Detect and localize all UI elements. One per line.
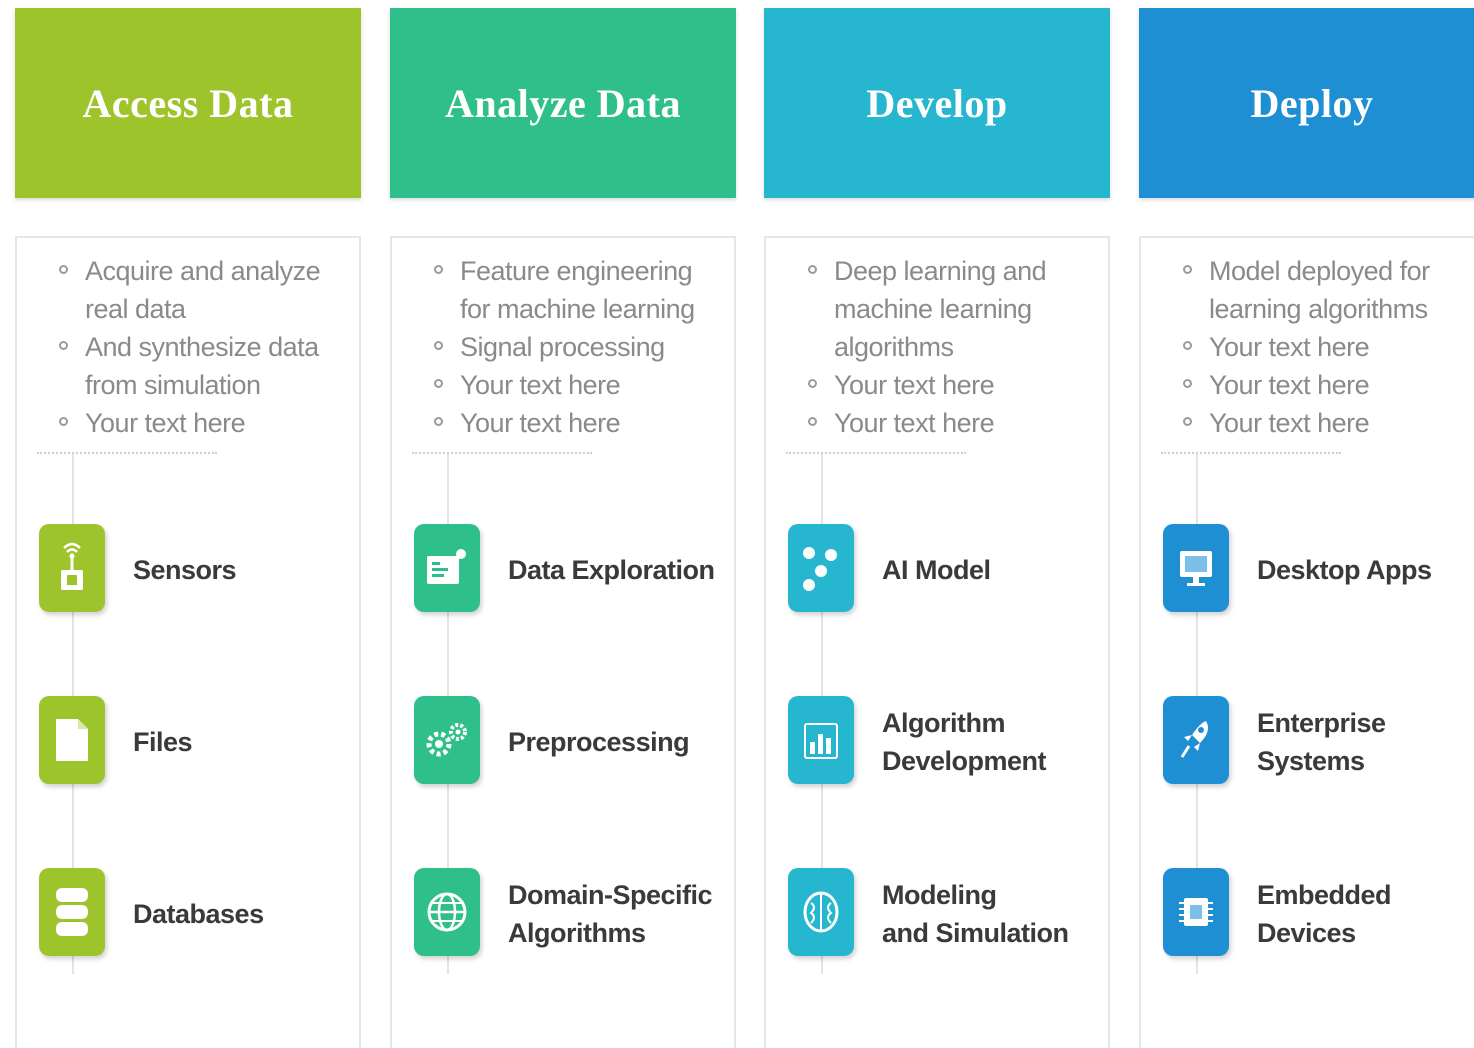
dotted-divider	[412, 452, 592, 454]
column-develop: Develop Deep learning and machine learni…	[764, 0, 1110, 1048]
bullet-circle-icon	[59, 417, 68, 426]
bullet-item: Feature engineering for machine learning	[432, 252, 712, 328]
item-label: Preprocessing	[508, 727, 690, 757]
bullet-text: Acquire and analyze real data	[85, 256, 321, 324]
column-header: Develop	[764, 8, 1110, 198]
brain-icon	[788, 868, 854, 956]
bullet-list: Feature engineering for machine learning…	[432, 252, 712, 442]
column-access-data: Access Data Acquire and analyze real dat…	[15, 0, 361, 1048]
bullet-item: Signal processing	[432, 328, 712, 366]
bullet-text: Your text here	[834, 408, 995, 438]
bullet-text: Your text here	[460, 408, 621, 438]
column-panel: Acquire and analyze real data And synthe…	[15, 236, 361, 1048]
bullet-item: Your text here	[806, 366, 1086, 404]
bullet-item: Acquire and analyze real data	[57, 252, 337, 328]
chip-icon	[1163, 868, 1229, 956]
dotted-divider	[37, 452, 217, 454]
bullet-text: Signal processing	[460, 332, 665, 362]
item-label: Data Exploration	[508, 555, 715, 585]
bullet-text: Model deployed for learning algorithms	[1209, 256, 1430, 324]
bullet-text: Your text here	[1209, 408, 1370, 438]
bullet-item: Your text here	[806, 404, 1086, 442]
bullet-circle-icon	[434, 379, 443, 388]
sensor-icon	[39, 524, 105, 612]
bullet-item: Your text here	[1181, 328, 1461, 366]
column-panel: Feature engineering for machine learning…	[390, 236, 736, 1048]
bullet-text: Your text here	[1209, 370, 1370, 400]
item-preprocessing: Preprocessing	[414, 696, 734, 788]
column-deploy: Deploy Model deployed for learning algor…	[1139, 0, 1474, 1048]
dotted-divider	[1161, 452, 1341, 454]
bullet-list: Deep learning and machine learning algor…	[806, 252, 1086, 442]
bullet-item: Your text here	[1181, 366, 1461, 404]
bullet-circle-icon	[1183, 341, 1192, 350]
network-nodes-icon	[788, 524, 854, 612]
database-icon	[39, 868, 105, 956]
bullet-text: Your text here	[85, 408, 246, 438]
bullet-circle-icon	[59, 341, 68, 350]
gears-icon	[414, 696, 480, 784]
bullet-circle-icon	[434, 341, 443, 350]
item-databases: Databases	[39, 868, 359, 960]
column-header: Deploy	[1139, 8, 1474, 198]
bullet-item: Your text here	[1181, 404, 1461, 442]
bullet-text: And synthesize data from simulation	[85, 332, 319, 400]
item-label: Algorithm Development	[882, 708, 1047, 776]
item-label: Modeling and Simulation	[882, 880, 1069, 948]
bullet-item: Deep learning and machine learning algor…	[806, 252, 1086, 366]
item-modeling-and-simulation: Modeling and Simulation	[788, 868, 1108, 960]
bullet-circle-icon	[1183, 379, 1192, 388]
bullet-text: Feature engineering for machine learning	[460, 256, 695, 324]
item-desktop-apps: Desktop Apps	[1163, 524, 1474, 616]
item-label: Embedded Devices	[1257, 880, 1392, 948]
rocket-icon	[1163, 696, 1229, 784]
item-files: Files	[39, 696, 359, 788]
bullet-circle-icon	[1183, 417, 1192, 426]
item-sensors: Sensors	[39, 524, 359, 616]
bullet-text: Deep learning and machine learning algor…	[834, 256, 1047, 362]
item-enterprise-systems: Enterprise Systems	[1163, 696, 1474, 788]
item-label: Enterprise Systems	[1257, 708, 1386, 776]
bullet-item: And synthesize data from simulation	[57, 328, 337, 404]
bullet-circle-icon	[59, 265, 68, 274]
bullet-item: Your text here	[432, 366, 712, 404]
column-panel: Deep learning and machine learning algor…	[764, 236, 1110, 1048]
bullet-circle-icon	[808, 265, 817, 274]
chart-screen-icon	[414, 524, 480, 612]
bullet-list: Acquire and analyze real data And synthe…	[57, 252, 337, 442]
bar-chart-icon	[788, 696, 854, 784]
column-panel: Model deployed for learning algorithms Y…	[1139, 236, 1474, 1048]
dotted-divider	[786, 452, 966, 454]
bullet-circle-icon	[434, 417, 443, 426]
column-analyze-data: Analyze Data Feature engineering for mac…	[390, 0, 736, 1048]
item-algorithm-development: Algorithm Development	[788, 696, 1108, 788]
item-ai-model: AI Model	[788, 524, 1108, 616]
item-label: Domain-Specific Algorithms	[508, 880, 713, 948]
monitor-icon	[1163, 524, 1229, 612]
bullet-text: Your text here	[460, 370, 621, 400]
item-label: Databases	[133, 899, 264, 929]
bullet-list: Model deployed for learning algorithms Y…	[1181, 252, 1461, 442]
bullet-text: Your text here	[834, 370, 995, 400]
item-label: Sensors	[133, 555, 237, 585]
item-embedded-devices: Embedded Devices	[1163, 868, 1474, 960]
file-icon	[39, 696, 105, 784]
bullet-text: Your text here	[1209, 332, 1370, 362]
bullet-item: Your text here	[57, 404, 337, 442]
item-label: Desktop Apps	[1257, 555, 1432, 585]
column-header: Analyze Data	[390, 8, 736, 198]
bullet-item: Your text here	[432, 404, 712, 442]
item-label: Files	[133, 727, 193, 757]
bullet-circle-icon	[808, 417, 817, 426]
item-data-exploration: Data Exploration	[414, 524, 734, 616]
globe-icon	[414, 868, 480, 956]
bullet-circle-icon	[1183, 265, 1192, 274]
bullet-item: Model deployed for learning algorithms	[1181, 252, 1461, 328]
item-domain-specific-algorithms: Domain-Specific Algorithms	[414, 868, 734, 960]
bullet-circle-icon	[434, 265, 443, 274]
bullet-circle-icon	[808, 379, 817, 388]
column-header: Access Data	[15, 8, 361, 198]
item-label: AI Model	[882, 555, 991, 585]
